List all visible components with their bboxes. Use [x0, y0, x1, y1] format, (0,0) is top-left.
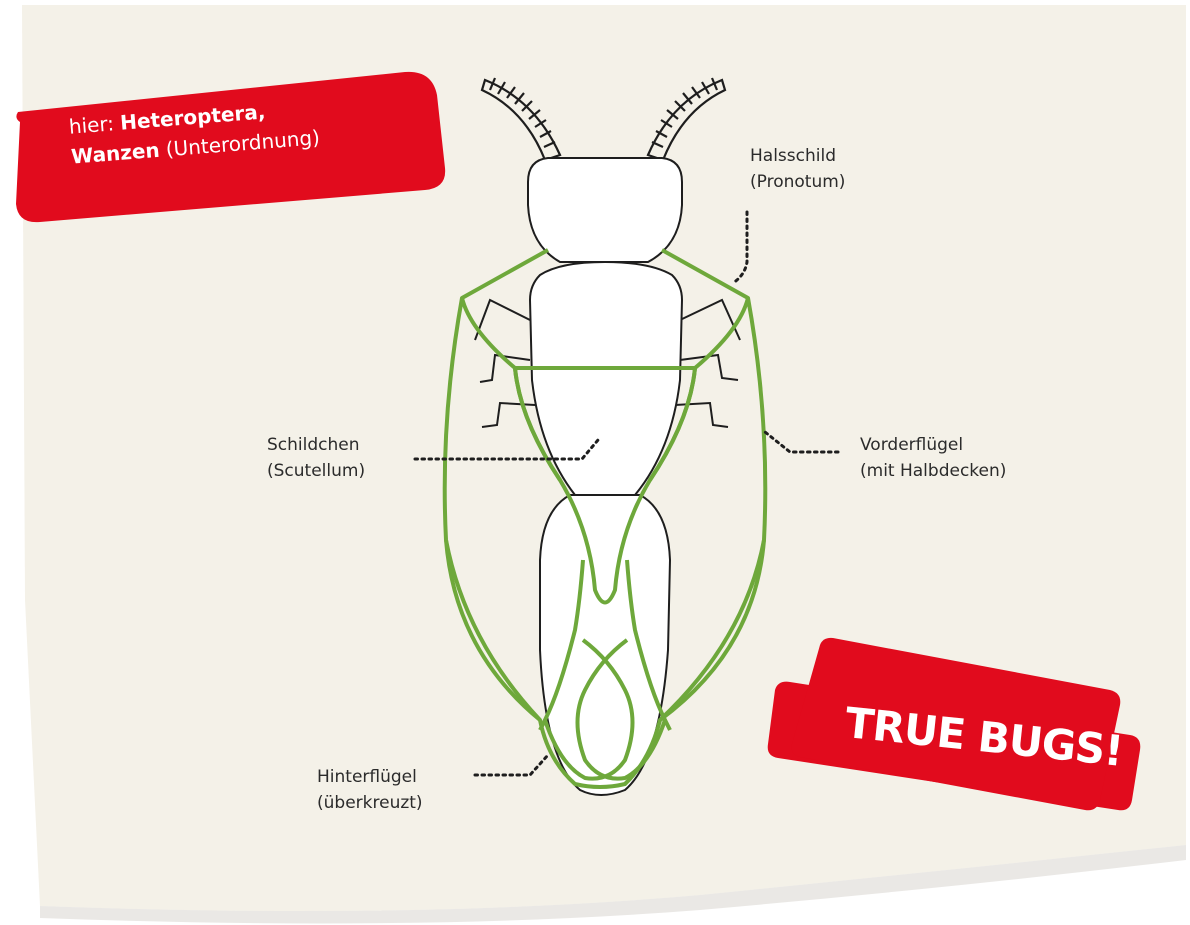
label-scutellum-line1: Schildchen [267, 432, 365, 458]
tag-common-name: Wanzen [70, 138, 160, 169]
label-forewing: Vorderflügel (mit Halbdecken) [860, 432, 1006, 484]
label-scutellum: Schildchen (Scutellum) [267, 432, 365, 484]
label-forewing-line2: (mit Halbdecken) [860, 458, 1006, 484]
label-pronotum: Halsschild (Pronotum) [750, 143, 845, 195]
label-forewing-line1: Vorderflügel [860, 432, 1006, 458]
bug-head [528, 158, 682, 262]
label-hindwing-line2: (überkreuzt) [317, 790, 423, 816]
label-hindwing-line1: Hinterflügel [317, 764, 423, 790]
label-pronotum-line2: (Pronotum) [750, 169, 845, 195]
label-hindwing: Hinterflügel (überkreuzt) [317, 764, 423, 816]
tag-prefix: hier: [68, 111, 115, 138]
label-pronotum-line1: Halsschild [750, 143, 845, 169]
label-scutellum-line2: (Scutellum) [267, 458, 365, 484]
